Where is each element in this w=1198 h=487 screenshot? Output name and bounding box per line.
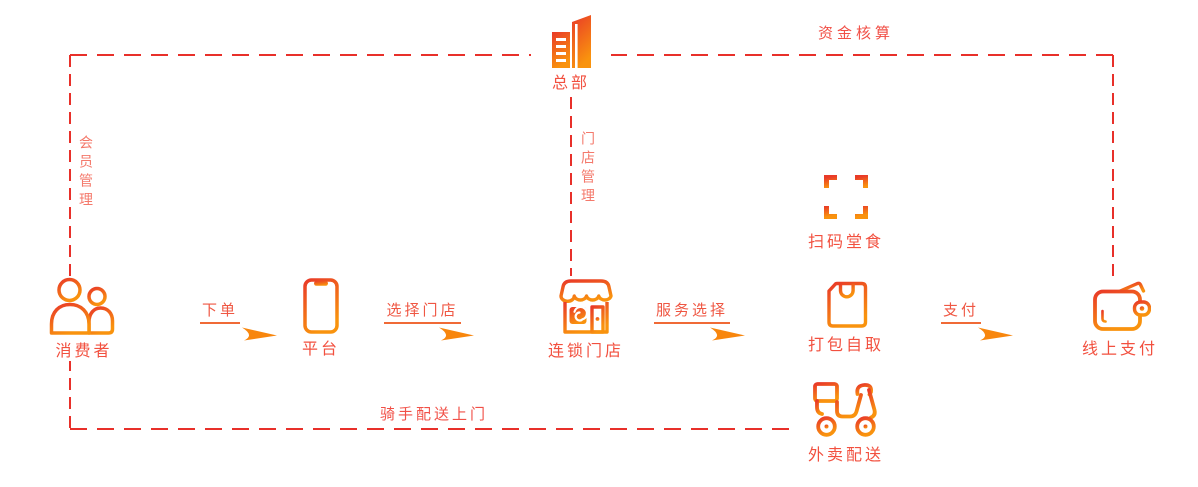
node-online-payment: 线上支付 — [1068, 280, 1172, 359]
node-label: 外卖配送 — [807, 447, 884, 464]
phone-icon — [303, 278, 339, 334]
node-label: 平台 — [301, 341, 340, 358]
shopping-bag-icon — [827, 281, 868, 328]
arrow-right-icon — [370, 327, 474, 341]
node-label: 总部 — [551, 75, 590, 92]
scooter-icon — [813, 382, 877, 437]
node-scan-dine-in: 扫码堂食 — [802, 174, 890, 252]
node-headquarters: 总部 — [531, 12, 611, 93]
node-label: 打包自取 — [807, 337, 884, 354]
flow-service-select: 服务选择 — [638, 302, 746, 342]
node-consumer: 消费者 — [38, 276, 130, 361]
storefront-icon — [559, 279, 613, 334]
flow-label: 下单 — [199, 302, 240, 325]
node-delivery: 外卖配送 — [798, 380, 894, 465]
flow-label: 支付 — [940, 302, 981, 325]
arrow-right-icon — [162, 327, 277, 341]
building-icon — [552, 15, 591, 68]
node-label: 扫码堂食 — [807, 234, 884, 251]
node-label: 消费者 — [55, 343, 113, 360]
rider-delivery-label: 骑手配送上门 — [380, 406, 489, 423]
node-platform: 平台 — [279, 278, 363, 359]
node-chain-store: 连锁门店 — [534, 276, 638, 361]
scan-frame-icon — [824, 175, 868, 219]
node-label: 连锁门店 — [547, 343, 624, 360]
store-management-label: 门店管理 — [580, 131, 596, 207]
node-label: 线上支付 — [1081, 341, 1158, 358]
member-management-label: 会员管理 — [78, 135, 94, 211]
flow-label: 选择门店 — [384, 302, 461, 325]
node-pack-pickup: 打包自取 — [800, 276, 892, 355]
flow-select-store: 选择门店 — [370, 302, 475, 342]
arrow-right-icon — [908, 327, 1013, 341]
arrow-right-icon — [638, 327, 745, 341]
flow-label: 服务选择 — [653, 302, 730, 325]
fund-accounting-label: 资金核算 — [818, 25, 895, 42]
people-icon — [49, 277, 115, 335]
flow-place-order: 下单 — [162, 302, 278, 342]
flow-pay: 支付 — [908, 302, 1014, 342]
wallet-icon — [1093, 281, 1151, 331]
